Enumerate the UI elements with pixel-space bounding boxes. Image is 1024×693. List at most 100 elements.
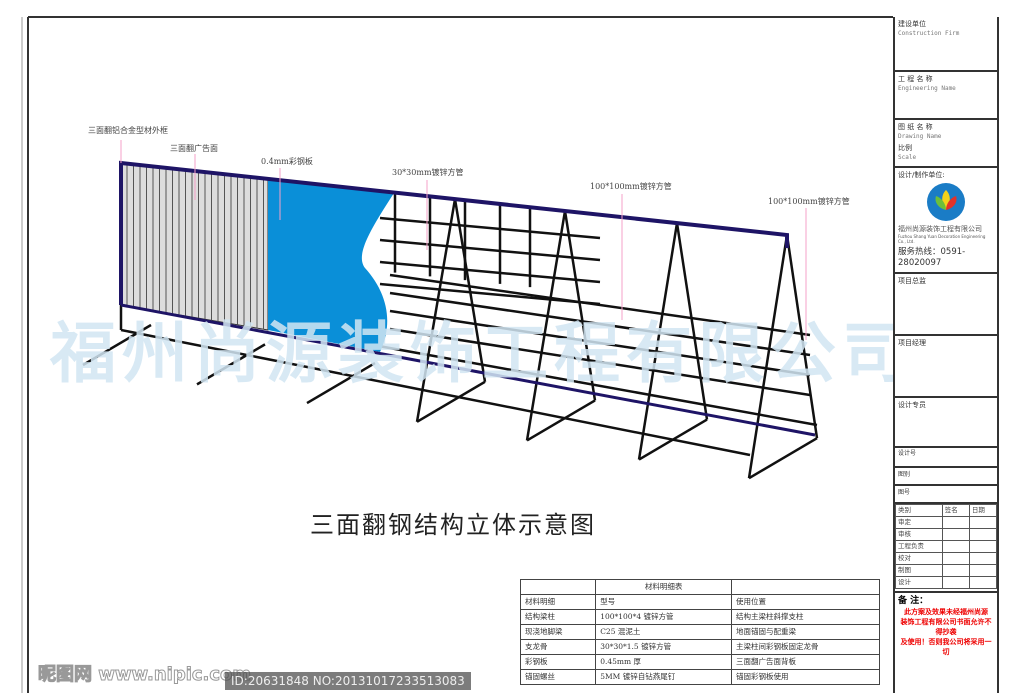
signature-row: 工程负责 <box>895 540 998 553</box>
engineering-name-label: 工 程 名 称 <box>898 75 933 83</box>
table-cell: 结构梁柱 <box>519 609 597 625</box>
table-cell: 100*100*4 镀锌方管 <box>595 609 733 625</box>
ground-crossbeam <box>526 399 596 442</box>
signature-row: 校对 <box>895 552 998 565</box>
project-manager-label: 项目经理 <box>898 339 926 347</box>
purlin <box>379 216 601 240</box>
sig-name <box>941 528 970 541</box>
signature-row: 设计 <box>895 576 998 589</box>
sig-role: 审定 <box>895 516 943 529</box>
project-director-label: 项目总监 <box>898 277 926 285</box>
remarks-label: 备 注： <box>898 596 929 606</box>
steel-sheet <box>268 179 394 352</box>
sig-role: 设计 <box>895 576 943 589</box>
table-cell: 支龙骨 <box>519 639 597 655</box>
table-cell: 地面锚固与配重梁 <box>731 624 880 640</box>
label-steel-sheet: 0.4mm彩钢板 <box>261 157 313 166</box>
a-frame-leg <box>785 234 819 439</box>
table-cell: 现浇地脚梁 <box>519 624 597 640</box>
table-caption: 材料明细表 <box>595 579 733 595</box>
company-watermark: 福州尚源装饰工程有限公司 <box>50 315 914 392</box>
sig-header: 类别 <box>895 504 943 517</box>
table-cell: C25 混泥土 <box>595 624 733 640</box>
drawing-no-label: 图号 <box>895 486 997 504</box>
sig-role: 制图 <box>895 564 943 577</box>
table-cell: 锚固彩钢板使用 <box>731 669 880 685</box>
purlin <box>389 327 811 397</box>
label-frame: 三面翻铝合金型材外框 <box>88 126 168 135</box>
ground-crossbeam <box>196 343 266 386</box>
hotline: 服务热线：0591-28020097 <box>898 247 966 268</box>
table-cell: 结构主梁柱斜撑支柱 <box>731 609 880 625</box>
company-logo <box>927 183 965 221</box>
sig-name <box>941 516 970 529</box>
top-frame-rail <box>119 160 789 305</box>
construction-firm-label: 建设单位 <box>898 20 926 28</box>
label-tube100a: 100*100mm镀锌方管 <box>590 182 672 191</box>
signature-row: 审定 <box>895 516 998 529</box>
ground-rear-beam <box>120 328 751 457</box>
company-name: 福州尚源装饰工程有限公司 <box>898 225 982 233</box>
purlin <box>379 238 601 262</box>
construction-firm-en: Construction Firm <box>898 30 960 37</box>
designer-unit-label: 设计/制作单位: <box>898 171 945 179</box>
ground-crossbeam <box>306 362 376 405</box>
note-line: 及使用！否则我公司将采用一切 <box>900 638 992 656</box>
sig-date <box>968 552 998 565</box>
a-frame-leg <box>675 222 709 420</box>
bottom-frame-rail <box>120 303 816 437</box>
design-no-label: 设计号 <box>895 448 997 468</box>
ground-crossbeam <box>748 437 818 480</box>
a-frame-leg <box>563 210 597 401</box>
engineering-name-en: Engineering Name <box>898 85 956 92</box>
sig-date <box>968 576 998 589</box>
sig-name <box>941 564 970 577</box>
purlin <box>389 273 811 337</box>
table-cell: 彩钢板 <box>519 654 597 670</box>
sig-header: 日期 <box>968 504 998 517</box>
a-frame-leg <box>637 222 679 460</box>
sig-date <box>968 564 998 577</box>
a-frame-leg <box>415 198 457 422</box>
note-line: 此方案及效果未经福州尚源 <box>904 608 988 616</box>
sig-name <box>941 552 970 565</box>
label-face: 三面翻广告面 <box>170 144 218 153</box>
scale-label: 比例 <box>898 144 912 152</box>
drawing-name-en: Drawing Name <box>898 133 942 140</box>
drawing-type-label: 图别 <box>895 468 997 486</box>
purlin <box>379 260 601 284</box>
signature-row: 制图 <box>895 564 998 577</box>
sig-date <box>968 540 998 553</box>
label-tube100b: 100*100mm镀锌方管 <box>768 197 850 206</box>
header-cell: 使用位置 <box>731 594 880 610</box>
table-header: 材料明细型号使用位置 <box>519 594 880 610</box>
signature-row: 审核 <box>895 528 998 541</box>
a-frame-leg <box>453 198 487 382</box>
sig-role: 审核 <box>895 528 943 541</box>
sig-name <box>941 576 970 589</box>
a-frame-leg <box>747 234 789 479</box>
sig-name <box>941 540 970 553</box>
scale-en: Scale <box>898 154 917 161</box>
sig-role: 工程负责 <box>895 540 943 553</box>
design-specialist-label: 设计专员 <box>898 401 926 409</box>
company-name-en: Fuzhou Shang Yuan Decoration Engineering… <box>898 234 986 244</box>
table-cell: 锚固螺丝 <box>519 669 597 685</box>
sig-date <box>968 528 998 541</box>
table-cell: 三面翻广告面背板 <box>731 654 880 670</box>
sig-role: 校对 <box>895 552 943 565</box>
title-block: 建设单位 Construction Firm 工 程 名 称 Engineering… <box>893 17 999 693</box>
advertising-face <box>120 162 394 352</box>
site-watermark: 昵图网 www.nipic.com <box>37 664 252 686</box>
purlin <box>389 309 811 377</box>
drawing-name-label: 图 纸 名 称 <box>898 123 933 131</box>
sig-date <box>968 516 998 529</box>
sig-header: 签名 <box>941 504 970 517</box>
